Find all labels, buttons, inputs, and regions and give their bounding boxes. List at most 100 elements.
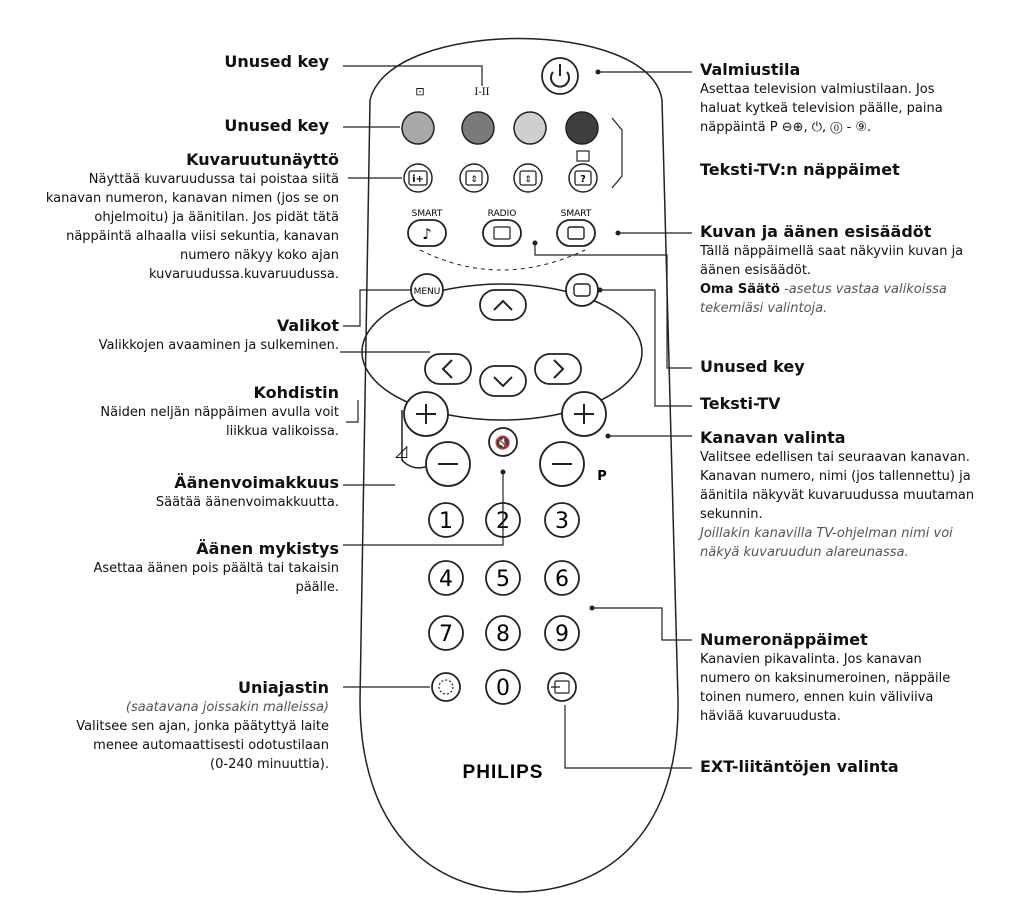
menu-label: MENU	[414, 287, 441, 297]
standby-button[interactable]	[541, 57, 579, 95]
annotation-unused-key-1: Unused key	[224, 52, 329, 72]
teletext-reveal-button[interactable]: ?	[568, 150, 598, 193]
annotation-mute: Äänen mykistys Asettaa äänen pois päältä…	[93, 539, 339, 597]
svg-text:🔇: 🔇	[495, 435, 511, 451]
program-down-button[interactable]	[539, 441, 585, 487]
program-up-button[interactable]	[561, 391, 607, 437]
volume-up-button[interactable]	[403, 391, 449, 437]
sleep-timer-button[interactable]	[431, 672, 461, 702]
title: Kuvan ja äänen esisäädöt	[700, 222, 932, 241]
menu-button[interactable]: MENU	[410, 273, 444, 307]
ext-input-button[interactable]	[547, 672, 577, 702]
digit-label: 1	[439, 509, 453, 534]
line: Kanavien pikavalinta. Jos kanavan	[700, 652, 922, 667]
title: Äänenvoimakkuus	[174, 473, 339, 492]
annotation-channel: Kanavan valinta Valitsee edellisen tai s…	[700, 428, 1020, 562]
digit-label: 8	[496, 622, 510, 647]
title: Uniajastin	[238, 678, 329, 697]
line: Tällä näppäimellä saat näkyviin kuvan ja	[700, 244, 964, 259]
line: päälle.	[295, 580, 339, 595]
digit-6-button[interactable]: 6	[544, 560, 580, 596]
teletext-mix-button[interactable]: ⇕	[513, 163, 543, 193]
line: Asettaa äänen pois päältä tai takaisin	[93, 561, 339, 576]
svg-text:⇕: ⇕	[470, 175, 478, 185]
title: Äänen mykistys	[196, 539, 339, 558]
p-label: P	[597, 469, 607, 484]
annotation-unused-key-3: Unused key	[700, 357, 805, 377]
teletext-size-button[interactable]: ⇕	[459, 163, 489, 193]
yellow-key[interactable]	[513, 111, 547, 145]
digit-label: 7	[439, 622, 453, 647]
smart-left-label: SMART	[412, 209, 443, 219]
svg-text:i+: i+	[412, 174, 424, 185]
line: Valikkojen avaaminen ja sulkeminen.	[98, 338, 339, 353]
oma-saato-italic: -asetus vastaa valikoissa	[779, 282, 947, 297]
digit-label: 6	[555, 567, 569, 592]
line: Valitsee sen ajan, jonka päätyttyä laite	[76, 719, 329, 734]
annotation-teletext: Teksti-TV	[700, 394, 781, 414]
line: kuvaruudussa.kuvaruudussa.	[149, 267, 339, 282]
line: haluat kytkeä television päälle, paina	[700, 101, 943, 116]
line: numero on kaksinumeroinen, näppäile	[700, 671, 951, 686]
leader-dots	[500, 69, 621, 611]
green-key[interactable]	[461, 111, 495, 145]
title: Valmiustila	[700, 60, 801, 79]
line: liikkua valikoissa.	[226, 424, 339, 439]
digit-0-button[interactable]: 0	[485, 669, 521, 705]
annotation-screen-display: Kuvaruutunäyttö Näyttää kuvaruudussa tai…	[0, 150, 339, 284]
annotation-number-keys: Numeronäppäimet Kanavien pikavalinta. Jo…	[700, 630, 1020, 726]
digit-9-button[interactable]: 9	[544, 615, 580, 651]
annotation-presets: Kuvan ja äänen esisäädöt Tällä näppäimel…	[700, 222, 1020, 318]
volume-down-button[interactable]	[425, 441, 471, 487]
red-key[interactable]	[401, 111, 435, 145]
annotation-unused-key-2: Unused key	[224, 116, 329, 136]
title: Numeronäppäimet	[700, 630, 868, 649]
digit-7-button[interactable]: 7	[428, 615, 464, 651]
digit-label: 0	[496, 676, 510, 701]
info-button[interactable]: i+	[403, 163, 433, 193]
line: äänitila näkyvät kuvaruudussa muutaman	[700, 488, 975, 503]
blue-key[interactable]	[565, 111, 599, 145]
radio-label: RADIO	[488, 209, 517, 219]
smart-right-label: SMART	[561, 209, 592, 219]
digit-4-button[interactable]: 4	[428, 560, 464, 596]
radio-button[interactable]	[482, 219, 522, 247]
line: Säätää äänenvoimakkuutta.	[155, 495, 339, 510]
cursor-left-button[interactable]	[424, 353, 472, 385]
digit-3-button[interactable]: 3	[544, 502, 580, 538]
line: numero näkyy koko ajan	[179, 248, 339, 263]
digit-1-button[interactable]: 1	[428, 502, 464, 538]
oma-saato-bold: Oma Säätö	[700, 282, 780, 297]
volume-icon: ◿	[394, 441, 408, 460]
annotation-standby: Valmiustila Asettaa television valmiusti…	[700, 60, 1020, 137]
annotation-cursor: Kohdistin Näiden neljän näppäimen avulla…	[100, 383, 339, 441]
digit-label: 5	[496, 567, 510, 592]
mute-button[interactable]: 🔇	[488, 427, 518, 457]
line: Valitsee edellisen tai seuraavan kanavan…	[700, 450, 970, 465]
annotation-ext: EXT-liitäntöjen valinta	[700, 757, 899, 777]
smart-picture-button[interactable]	[556, 219, 596, 247]
cursor-right-button[interactable]	[534, 353, 582, 385]
digit-8-button[interactable]: 8	[485, 615, 521, 651]
line: (0-240 minuuttia).	[210, 757, 329, 772]
note: (saatavana joissakin malleissa)	[125, 700, 329, 715]
oma-saato-line: Oma Säätö -asetus vastaa valikoissa	[700, 280, 1020, 299]
line: häviää kuvaruudusta.	[700, 709, 841, 724]
digit-5-button[interactable]: 5	[485, 560, 521, 596]
svg-text:⇕: ⇕	[524, 175, 532, 185]
cursor-up-button[interactable]	[479, 289, 527, 321]
line: menee automaattisesti odotustilaan	[93, 738, 329, 753]
line: ohjelmoitu) ja äänitilan. Jos pidät tätä	[94, 210, 339, 225]
title: Kanavan valinta	[700, 428, 846, 447]
smart-sound-button[interactable]: ♪	[407, 219, 447, 247]
annotation-menus: Valikot Valikkojen avaaminen ja sulkemin…	[99, 316, 339, 355]
title: Kohdistin	[253, 383, 339, 402]
line: toinen numero, ennen kuin väliviiva	[700, 690, 934, 705]
digit-label: 4	[439, 567, 453, 592]
cursor-down-button[interactable]	[479, 365, 527, 397]
svg-text:?: ?	[580, 174, 586, 185]
teletext-button[interactable]	[565, 273, 599, 307]
title: Unused key	[224, 116, 329, 135]
digit-label: 3	[555, 509, 569, 534]
